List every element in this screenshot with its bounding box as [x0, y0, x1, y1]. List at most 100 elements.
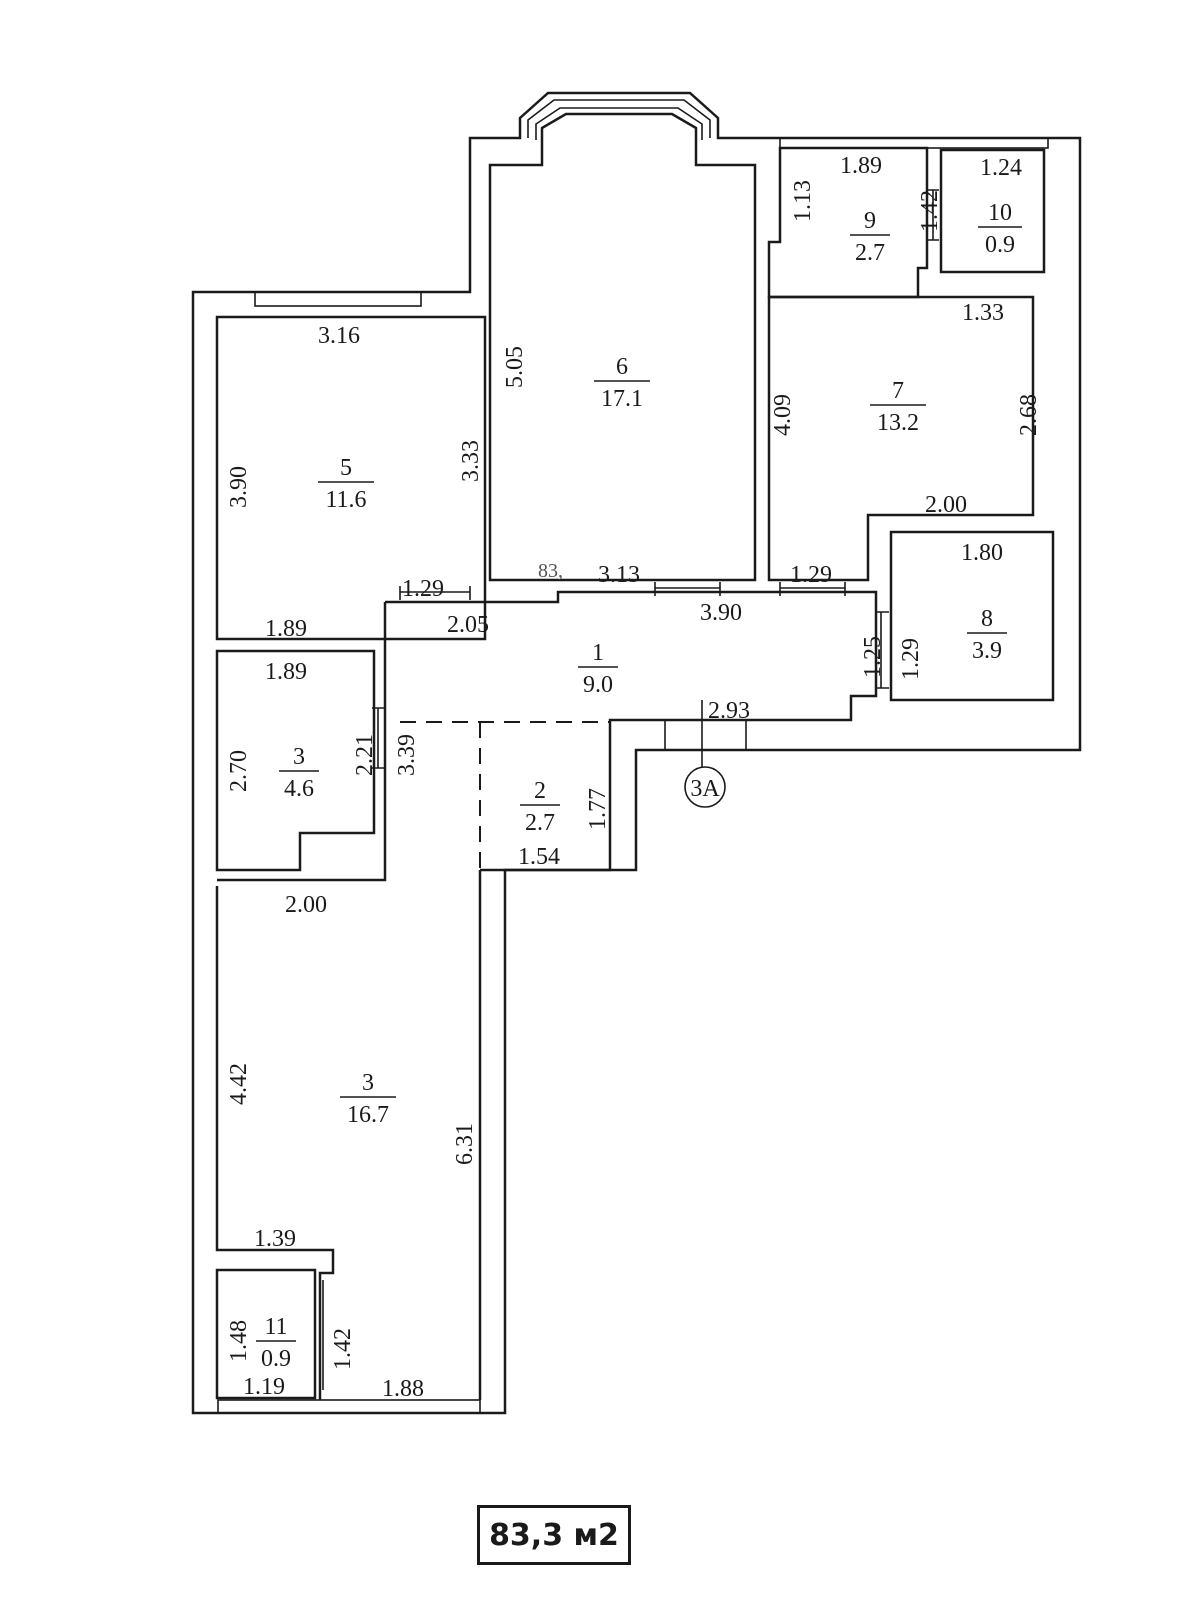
room-label: 3 4.6: [279, 744, 319, 802]
room-1: [385, 590, 878, 872]
room-area: 13.2: [877, 410, 919, 436]
room-label: 5 11.6: [318, 455, 374, 513]
room-area: 9.0: [583, 672, 613, 698]
room-1-left-wall: [217, 602, 387, 882]
room-label: 7 13.2: [870, 378, 926, 436]
dimension: 4.09: [770, 394, 796, 436]
room-8: [889, 530, 1055, 702]
bay-window-inner: [535, 107, 703, 140]
room-no: 6: [616, 354, 628, 380]
dimension: 1.42: [330, 1328, 356, 1370]
dimension: 2.00: [285, 892, 327, 918]
dimension: 3.13: [598, 562, 640, 588]
room-area: 3.9: [972, 638, 1002, 664]
dimension: 2.70: [226, 750, 252, 792]
dimension: 3.90: [700, 600, 742, 626]
window-rooms-9-10: [779, 137, 1049, 149]
dimension: 3.33: [458, 440, 484, 482]
marker-label: 3A: [690, 776, 720, 802]
dimension: 5.05: [502, 346, 528, 388]
room-label: 9 2.7: [850, 208, 890, 266]
dimension: 1.39: [254, 1226, 296, 1252]
room-no: 3: [293, 744, 305, 770]
dimension: 1.54: [518, 844, 560, 870]
room-no: 2: [534, 778, 546, 804]
dimension: 1.29: [402, 576, 444, 602]
room-no: 11: [264, 1314, 287, 1340]
dimension: 1.33: [962, 300, 1004, 326]
dimension: 1.89: [265, 616, 307, 642]
dimension: 1.13: [790, 180, 816, 222]
dimension: 1.29: [898, 638, 924, 680]
room-no: 3: [362, 1070, 374, 1096]
dimension: 1.29: [790, 562, 832, 588]
door-mark-3: [779, 582, 846, 596]
dimension: 1.88: [382, 1376, 424, 1402]
room-label: 10 0.9: [978, 200, 1022, 258]
door-mark-1: [399, 586, 471, 600]
dimension-labels: 3.16 1.89 1.29 3.13 1.89 1.24 1.33 2.00 …: [243, 153, 1022, 1402]
dimension: 2.21: [352, 734, 378, 776]
outer-wall: [191, 91, 1082, 1415]
dimension: 1.89: [265, 659, 307, 685]
dimension: 2.93: [708, 698, 750, 724]
window-bottom: [217, 1399, 481, 1414]
marker-circle: [684, 766, 726, 808]
dimension: 3.39: [394, 734, 420, 776]
room-area: 2.7: [525, 810, 555, 836]
dimension: 6.31: [452, 1123, 478, 1165]
dimension: 1.77: [585, 788, 611, 830]
dimension: 1.48: [226, 1320, 252, 1362]
vertical-dimension-labels: 3.90 3.33 5.05 1.13 1.42 4.09 2.68 1.25 …: [226, 180, 1042, 1370]
dimension: 2.68: [1016, 394, 1042, 436]
room-no: 9: [864, 208, 876, 234]
room-11: [215, 1268, 317, 1400]
door-mark-7: [927, 189, 939, 241]
room-10: [939, 148, 1046, 274]
door-mark-4: [875, 611, 889, 689]
room-no: 1: [592, 640, 604, 666]
room-area: 0.9: [261, 1346, 291, 1372]
dimension: 1.24: [980, 155, 1022, 181]
entrance-frame: [664, 720, 747, 750]
room-5: [215, 315, 487, 641]
dimension: 1.25: [860, 636, 886, 678]
dimension: 1.19: [243, 1374, 285, 1400]
room-no: 7: [892, 378, 904, 404]
bay-window: [527, 99, 711, 138]
room-label: 11 0.9: [256, 1314, 296, 1372]
room-no: 10: [988, 200, 1012, 226]
dimension: 1.89: [840, 153, 882, 179]
room-area: 16.7: [347, 1102, 389, 1128]
room-label: 1 9.0: [578, 640, 618, 698]
room-area: 2.7: [855, 240, 885, 266]
room-area: 17.1: [601, 386, 643, 412]
dimension: 2.00: [925, 492, 967, 518]
room-6: [488, 112, 757, 582]
room-area: 0.9: [985, 232, 1015, 258]
room-3-large: [215, 886, 335, 1400]
window-room-5: [254, 291, 422, 307]
dimension: 3.90: [226, 466, 252, 508]
total-area-label: 83,3 м2: [477, 1505, 631, 1565]
room-area: 11.6: [325, 487, 366, 513]
dimension: 1.42: [917, 190, 943, 232]
room-no: 8: [981, 606, 993, 632]
door-mark-5: [372, 707, 386, 769]
room-label: 2 2.7: [520, 778, 560, 836]
room-3-small: [215, 649, 376, 872]
dimension: 4.42: [226, 1063, 252, 1105]
stray-label: 83,: [538, 560, 563, 582]
dimension: 2.05: [447, 612, 489, 638]
room-7: [767, 295, 1035, 582]
bay-window-inner2: [541, 113, 697, 160]
room-label: 3 16.7: [340, 1070, 396, 1128]
dimension: 3.16: [318, 323, 360, 349]
room-area: 4.6: [284, 776, 314, 802]
room-label: 8 3.9: [967, 606, 1007, 664]
room-label: 6 17.1: [594, 354, 650, 412]
door-mark-2: [654, 582, 721, 596]
room-no: 5: [340, 455, 352, 481]
dimension: 1.80: [961, 540, 1003, 566]
